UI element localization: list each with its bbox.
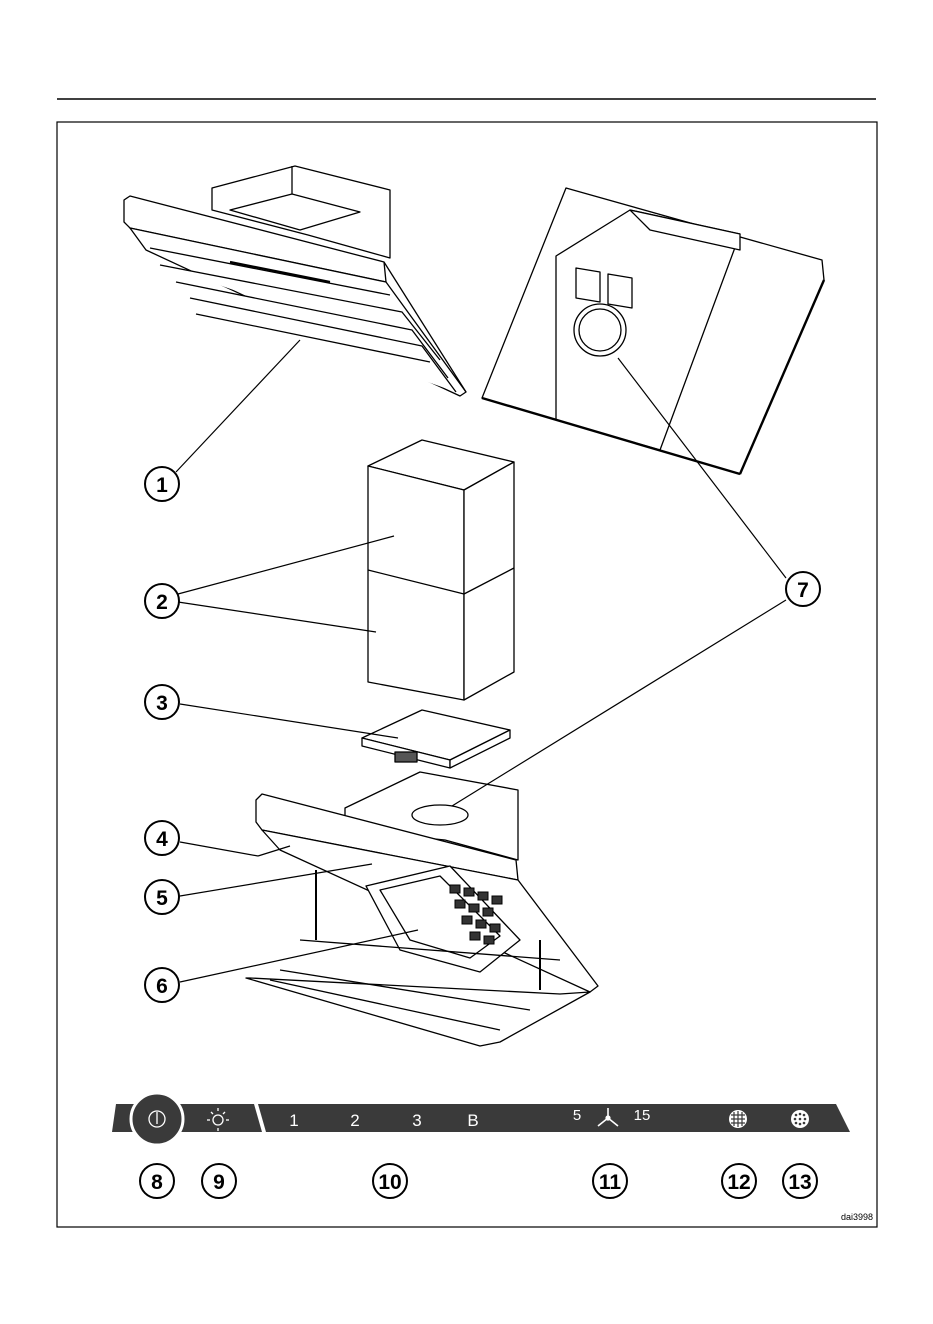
callout-5-label: 5 [156, 887, 168, 910]
boost-button[interactable]: B [467, 1111, 478, 1130]
grease-filter-icon [729, 1110, 747, 1128]
callout-1-label: 1 [156, 474, 168, 497]
callout-7: 7 [786, 572, 820, 606]
callout-8: 8 [140, 1164, 174, 1198]
callout-4-label: 4 [156, 828, 168, 851]
callout-7-label: 7 [797, 579, 809, 602]
filter-panel [362, 710, 510, 768]
callout-10-label: 10 [378, 1171, 401, 1194]
callout-2-label: 2 [156, 591, 168, 614]
callout-10: 10 [373, 1164, 407, 1198]
callout-9: 9 [202, 1164, 236, 1198]
callout-12-label: 12 [727, 1171, 750, 1194]
speed-3-button[interactable]: 3 [412, 1111, 421, 1130]
control-panel: 1 2 3 B 5 15 [112, 1093, 850, 1145]
chimney [368, 440, 514, 700]
speed-2-button[interactable]: 2 [350, 1111, 359, 1130]
callout-13: 13 [783, 1164, 817, 1198]
speed-1-button[interactable]: 1 [289, 1111, 298, 1130]
callout-9-label: 9 [213, 1171, 225, 1194]
callout-11-label: 11 [599, 1171, 622, 1194]
callout-3: 3 [145, 685, 179, 719]
callout-5: 5 [145, 880, 179, 914]
callout-3-label: 3 [156, 692, 168, 715]
callout-13-label: 13 [788, 1171, 811, 1194]
drawing-code: dai3998 [841, 1212, 873, 1222]
callout-11: 11 [593, 1164, 627, 1198]
callout-1: 1 [145, 467, 179, 501]
callout-2: 2 [145, 584, 179, 618]
hood-rear-view [482, 188, 824, 474]
callout-8-label: 8 [151, 1171, 163, 1194]
timer-5-label[interactable]: 5 [573, 1107, 581, 1124]
callout-12: 12 [722, 1164, 756, 1198]
callout-4: 4 [145, 821, 179, 855]
callout-6-label: 6 [156, 975, 168, 998]
timer-15-label[interactable]: 15 [634, 1107, 651, 1124]
hood-open-view [246, 772, 598, 1046]
callout-6: 6 [145, 968, 179, 1002]
odour-filter-icon [791, 1110, 809, 1128]
hood-front-view [124, 166, 466, 396]
